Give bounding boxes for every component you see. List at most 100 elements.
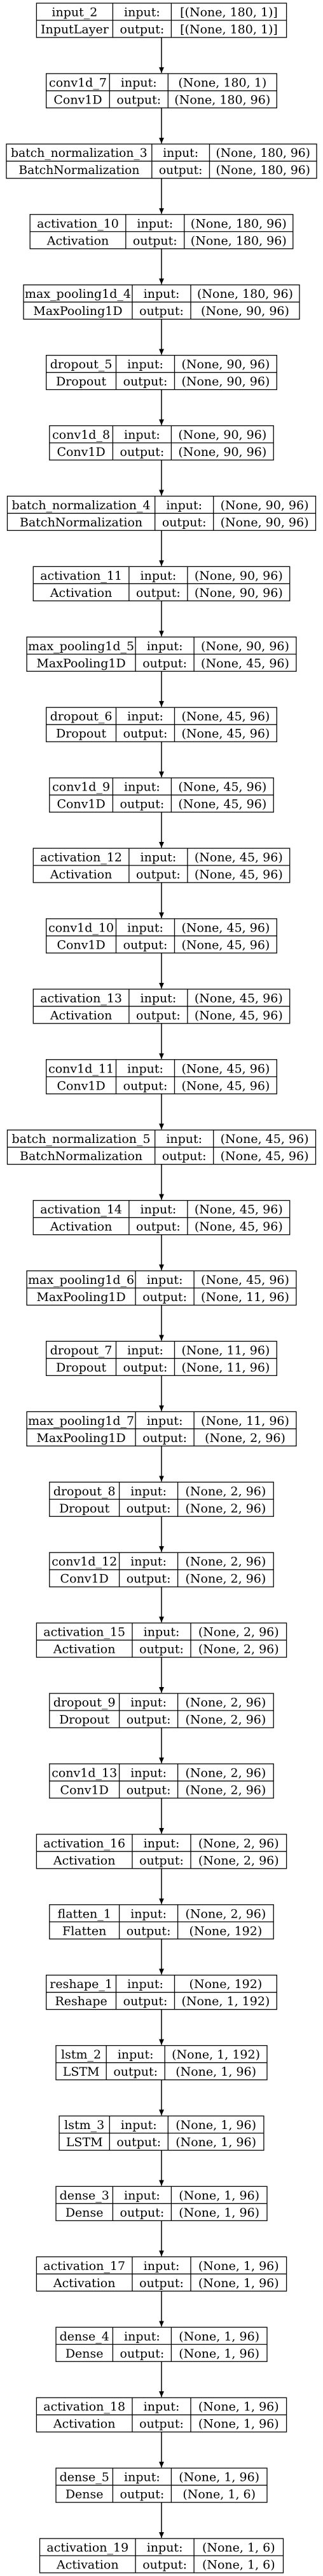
output-label: output: — [139, 1643, 184, 1657]
input-label: input: — [147, 639, 183, 653]
layer-name: dropout_9 — [53, 1696, 116, 1710]
layer-name: lstm_3 — [64, 2118, 104, 2132]
output-shape: (None, 90, 96) — [178, 445, 266, 459]
output-shape: (None, 180, 96) — [174, 93, 270, 107]
output-label: output: — [127, 1502, 171, 1516]
input-shape: (None, 90, 96) — [178, 428, 266, 442]
input-shape: (None, 45, 96) — [181, 1062, 270, 1076]
output-label: output: — [120, 445, 165, 459]
input-shape: (None, 1, 96) — [175, 2118, 256, 2132]
output-shape: (None, 2, 96) — [186, 1783, 266, 1797]
layer-node-activation-13: activation_13Activationinput:output:(Non… — [32, 989, 291, 1024]
output-label: output: — [120, 2206, 165, 2220]
layer-node-batch-normalization-3: batch_normalization_3BatchNormalizationi… — [6, 143, 317, 179]
input-shape: (None, 180, 96) — [191, 217, 287, 230]
layer-name: max_pooling1d_5 — [28, 639, 134, 653]
layer-type: Activation — [50, 1220, 113, 1234]
input-label: input: — [147, 1414, 183, 1428]
output-shape: (None, 1, 96) — [198, 2417, 279, 2431]
output-label: output: — [127, 1924, 171, 1938]
layer-type: Activation — [50, 586, 113, 600]
input-shape: (None, 2, 96) — [186, 1485, 266, 1498]
layer-name: input_2 — [52, 6, 97, 20]
output-shape: (None, 90, 96) — [221, 516, 309, 530]
input-label: input: — [127, 921, 163, 935]
output-label: output: — [116, 2135, 161, 2149]
layer-type: LSTM — [66, 2135, 103, 2149]
output-label: output: — [139, 1853, 184, 1867]
layer-name: activation_14 — [40, 1203, 122, 1217]
layer-name: conv1d_9 — [52, 780, 110, 794]
layer-name: conv1d_10 — [48, 921, 114, 935]
output-label: output: — [133, 234, 177, 248]
layer-type: Activation — [46, 234, 109, 248]
layer-type: BatchNormalization — [20, 516, 142, 530]
input-shape: (None, 90, 96) — [201, 639, 289, 653]
input-label: input: — [124, 2330, 160, 2344]
output-shape: (None, 180, 96) — [191, 234, 287, 248]
layer-name: dense_5 — [60, 2471, 109, 2485]
layer-type: Activation — [53, 2276, 116, 2290]
output-label: output: — [123, 375, 168, 389]
output-shape: (None, 1, 6) — [182, 2488, 256, 2502]
input-label: input: — [144, 287, 180, 301]
layer-name: batch_normalization_5 — [12, 1132, 151, 1146]
input-label: input: — [141, 569, 177, 583]
input-label: input: — [127, 710, 163, 724]
input-shape: (None, 1, 96) — [179, 2189, 259, 2203]
input-shape: (None, 2, 96) — [198, 1836, 279, 1850]
layer-name: conv1d_12 — [52, 1555, 117, 1569]
input-label: input: — [144, 2400, 180, 2414]
input-label: input: — [124, 6, 160, 20]
layer-node-activation-18: activation_18Activationinput:output:(Non… — [36, 2397, 287, 2433]
input-shape: (None, 1, 96) — [198, 2259, 279, 2273]
layer-type: MaxPooling1D — [33, 304, 122, 318]
output-label: output: — [113, 2065, 158, 2079]
input-label: input: — [127, 1977, 163, 1991]
output-shape: (None, 90, 96) — [181, 375, 270, 389]
output-shape: (None, 2, 96) — [205, 1431, 285, 1445]
input-label: input: — [124, 428, 160, 442]
input-shape: (None, 180, 1) — [178, 76, 266, 90]
layer-name: activation_10 — [37, 217, 119, 230]
input-label: input: — [118, 2048, 154, 2062]
output-shape: (None, 1, 96) — [179, 2347, 259, 2361]
layer-type: Conv1D — [57, 445, 105, 459]
input-label: input: — [130, 1766, 167, 1780]
layer-name: activation_13 — [40, 991, 122, 1005]
output-label: output: — [142, 2558, 187, 2572]
layer-type: Conv1D — [57, 938, 105, 952]
input-shape: (None, 180, 96) — [216, 147, 310, 160]
output-shape: [(None, 180, 1)] — [180, 23, 278, 37]
input-shape: (None, 45, 96) — [181, 710, 270, 724]
output-shape: (None, 192) — [189, 1924, 263, 1938]
input-label: input: — [124, 780, 160, 794]
layer-type: Dropout — [59, 1713, 110, 1727]
layer-name: reshape_1 — [50, 1977, 113, 1991]
input-shape: [(None, 180, 1)] — [180, 6, 278, 20]
input-label: input: — [144, 1625, 180, 1639]
output-shape: (None, 45, 96) — [181, 727, 270, 741]
layer-type: Reshape — [55, 1994, 107, 2008]
input-shape: (None, 45, 96) — [201, 1273, 289, 1287]
input-label: input: — [127, 357, 163, 371]
output-label: output: — [162, 516, 207, 530]
output-label: output: — [142, 657, 187, 671]
layer-node-activation-10: activation_10Activationinput:output:(Non… — [29, 214, 294, 250]
input-shape: (None, 90, 96) — [195, 569, 283, 583]
output-shape: (None, 1, 96) — [179, 2206, 259, 2220]
output-label: output: — [139, 2417, 184, 2431]
input-label: input: — [130, 1485, 167, 1498]
layer-name: activation_15 — [43, 1625, 125, 1639]
output-label: output: — [123, 1079, 168, 1093]
layer-node-activation-19: activation_19Activationinput:output:(Non… — [39, 2538, 284, 2573]
output-shape: (None, 180, 96) — [216, 164, 310, 177]
